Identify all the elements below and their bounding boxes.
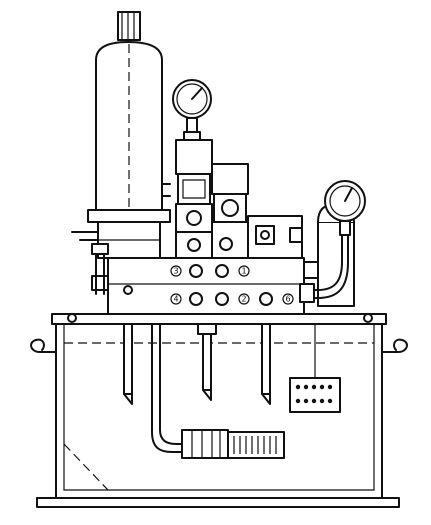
motor-housing bbox=[95, 41, 163, 211]
tank-pipes bbox=[123, 323, 341, 459]
gauge-hose-fitting bbox=[299, 283, 315, 303]
pressure-gauge-2-needle bbox=[344, 187, 353, 202]
suction-filter bbox=[227, 431, 285, 459]
pump-drain-hose bbox=[95, 249, 105, 295]
tank-inner-wall bbox=[63, 322, 375, 491]
oil-tank bbox=[30, 313, 408, 508]
return-pipe-1 bbox=[123, 323, 133, 395]
valve-2-plug bbox=[221, 199, 239, 217]
valve-2-top-block bbox=[211, 163, 249, 195]
port-label-3-text: 3 bbox=[173, 267, 178, 276]
pipe-2-fitting bbox=[197, 323, 217, 335]
manifold-block: 3 1 4 2 6 bbox=[91, 257, 319, 315]
level-gauge-holes bbox=[295, 384, 333, 404]
valve-1-solenoid-detail bbox=[182, 179, 206, 199]
port-lower-3 bbox=[259, 292, 273, 306]
port-label-2: 2 bbox=[238, 293, 250, 305]
port-label-4: 4 bbox=[170, 293, 182, 305]
relief-valve-cap-plug bbox=[260, 230, 270, 240]
return-pipe-3 bbox=[261, 323, 271, 395]
pressure-gauge-1-face bbox=[176, 83, 208, 115]
port-label-4-text: 4 bbox=[173, 295, 178, 304]
suction-pipe bbox=[151, 323, 185, 453]
relief-valve-fitting bbox=[289, 227, 303, 243]
coupling-ribs bbox=[191, 430, 221, 458]
return-pipe-1-tip bbox=[123, 393, 133, 405]
port-lower-2 bbox=[215, 292, 229, 306]
port-upper-1 bbox=[189, 264, 203, 278]
return-pipe-2-tip bbox=[202, 389, 212, 401]
return-pipe-3-tip bbox=[261, 393, 271, 405]
lid-bolt-right bbox=[363, 313, 373, 323]
valve-2-base-port bbox=[219, 237, 233, 251]
gauge-hose bbox=[303, 234, 349, 299]
pressure-gauge-1-stem bbox=[186, 117, 198, 133]
tank-drain-cutaway bbox=[63, 443, 109, 491]
tank-wall bbox=[55, 317, 383, 499]
port-label-2-text: 2 bbox=[241, 295, 246, 304]
right-gauge-assembly bbox=[299, 180, 366, 303]
manifold-left-fitting bbox=[91, 275, 109, 291]
valve-2-base bbox=[211, 221, 249, 259]
pressure-gauge-1-nut bbox=[183, 131, 201, 141]
port-upper-2 bbox=[215, 264, 229, 278]
port-lower-1 bbox=[189, 292, 203, 306]
right-lifting-hook bbox=[381, 338, 408, 353]
connector-ribs bbox=[121, 12, 135, 40]
valve-1-plug bbox=[186, 210, 202, 226]
manifold-right-fitting bbox=[303, 261, 319, 279]
manifold-plug bbox=[123, 285, 133, 295]
pump-motor bbox=[71, 11, 171, 295]
port-label-3: 3 bbox=[170, 265, 182, 277]
port-label-1-text: 1 bbox=[241, 267, 246, 276]
motor-side-port bbox=[161, 183, 171, 197]
suction-coupling bbox=[181, 429, 229, 459]
left-lifting-hook bbox=[30, 338, 57, 353]
port-label-6: 6 bbox=[282, 293, 294, 305]
motor-flange bbox=[87, 209, 171, 223]
pressure-gauge-1-needle bbox=[191, 87, 203, 100]
motor-top-connector bbox=[117, 11, 141, 41]
manifold-body bbox=[107, 257, 305, 315]
valve-1-top-block bbox=[175, 139, 213, 175]
valve-1-base-port bbox=[187, 238, 201, 252]
lid-bolt-left bbox=[67, 313, 77, 323]
drain-hose-fitting bbox=[91, 243, 109, 255]
port-label-1: 1 bbox=[238, 265, 250, 277]
pump-shaft bbox=[71, 231, 99, 241]
pressure-gauge-2-face bbox=[329, 185, 361, 217]
port-label-6-text: 6 bbox=[285, 295, 290, 304]
tank-lid bbox=[51, 313, 387, 325]
level-gauge-plate bbox=[289, 377, 341, 413]
tank-base-plate bbox=[36, 497, 400, 508]
filter-element-lines bbox=[233, 436, 277, 454]
pressure-gauge-2-stem bbox=[339, 220, 351, 236]
